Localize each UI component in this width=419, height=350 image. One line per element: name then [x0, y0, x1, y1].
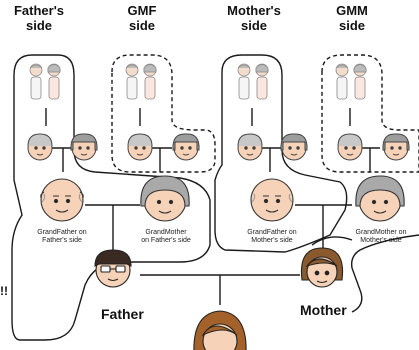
grandfather-mothers-side-caption-line2: Mother's side [251, 237, 293, 244]
fathers-side-header-line1: Father's [13, 3, 65, 18]
child-face [193, 310, 247, 350]
grandfather-fathers-side-face [40, 178, 84, 222]
gmm-side-header: GMM side [322, 3, 382, 33]
father-label: Father [101, 306, 144, 322]
grandfather-mothers-side-caption-line1: GrandFather on [247, 229, 297, 236]
gmf-side-outline [111, 54, 216, 173]
fathers-side-header-line2: side [25, 18, 52, 33]
great-grandparents-icons [29, 63, 367, 100]
grandparent-faces [40, 175, 405, 222]
fathers-side-header: Father's side [4, 3, 74, 33]
mothers-side-header: Mother's side [216, 3, 292, 33]
grandfather-fathers-side-caption-line2: Father's side [42, 237, 82, 244]
gmm-side-header-line2: side [338, 18, 365, 33]
grandmother-mothers-side-face [355, 175, 405, 222]
grandmother-mothers-side-caption: GrandMother on Mother's side [344, 229, 418, 245]
father-face [94, 249, 132, 288]
grandmother-fathers-side-face [140, 175, 190, 222]
gmf-side-header-line2: side [128, 18, 155, 33]
grandfather-fathers-side-caption-line1: GrandFather on [37, 229, 87, 236]
grandfather-mothers-side-face [250, 178, 294, 222]
mothers-lineage-line [350, 234, 419, 313]
grandmother-mothers-side-caption-line2: Mother's side [360, 237, 402, 244]
grandfather-fathers-side-caption: GrandFather on Father's side [22, 229, 102, 245]
grandmother-fathers-side-caption: GrandMother on Father's side [124, 229, 208, 245]
gmm-side-outline [321, 54, 419, 173]
great-grandparent-faces [27, 133, 410, 161]
mothers-side-header-line1: Mother's [227, 3, 281, 18]
gmm-side-header-line1: GMM [336, 3, 368, 18]
grandmother-fathers-side-caption-line2: on Father's side [141, 237, 191, 244]
mother-label: Mother [300, 302, 347, 318]
gmf-side-header: GMF side [112, 3, 172, 33]
mothers-side-outline [214, 54, 348, 253]
fathers-side-outline [11, 54, 211, 341]
grandmother-mothers-side-caption-line1: GrandMother on [355, 229, 407, 236]
mother-face [300, 247, 344, 288]
mothers-side-header-line2: side [240, 18, 267, 33]
gmf-side-header-line1: GMF [127, 3, 157, 18]
grandfather-mothers-side-caption: GrandFather on Mother's side [232, 229, 312, 245]
grandmother-fathers-side-caption-line1: GrandMother [145, 229, 187, 236]
mothers-arc [311, 236, 353, 246]
edge-text: !! [0, 284, 8, 298]
